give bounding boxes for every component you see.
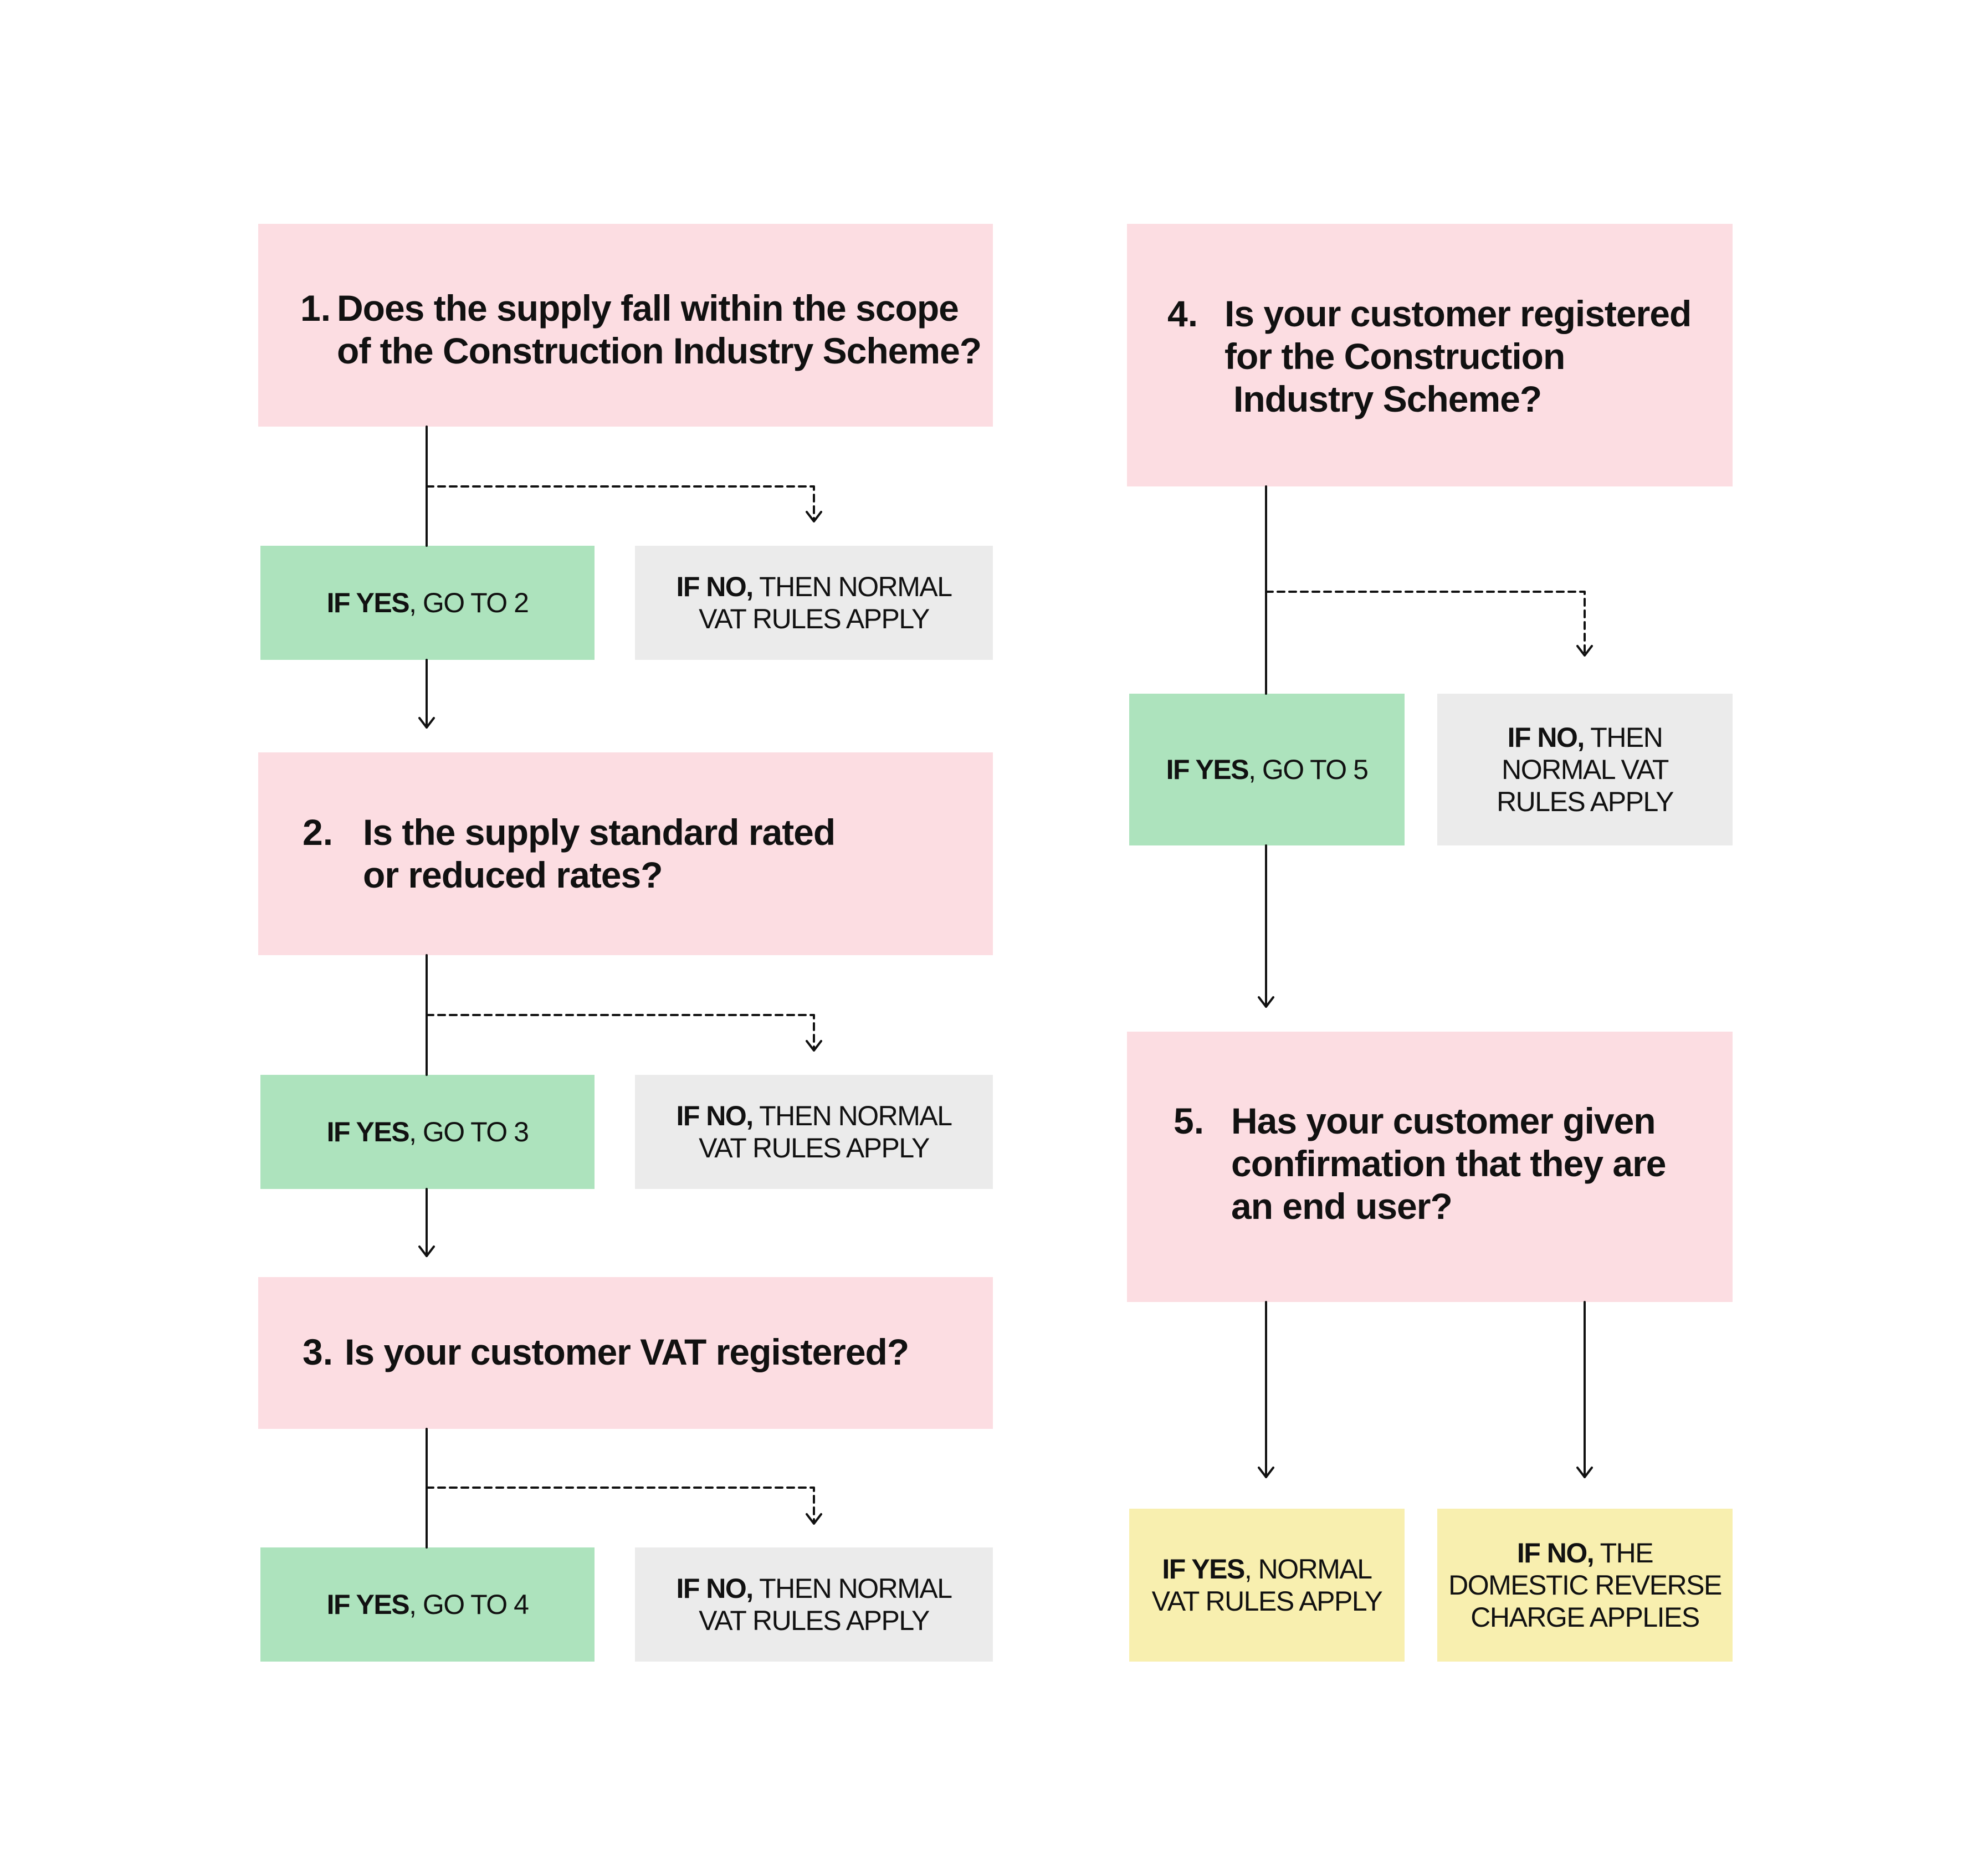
question-5-box: 5. Has your customer given confirmation … — [1127, 1032, 1733, 1302]
question-2-text: Is the supply standard rated or reduced … — [363, 811, 836, 896]
outcome-no-5-line-2: DOMESTIC REVERSE — [1448, 1570, 1722, 1601]
outcome-yes-5-rest: , NORMAL — [1244, 1554, 1372, 1585]
question-4-box: 4. Is your customer registered for the C… — [1127, 224, 1733, 486]
question-5-line-3: an end user? — [1231, 1186, 1453, 1227]
arrowhead-q3 — [418, 1245, 435, 1257]
connector-q1-no — [426, 485, 815, 521]
question-4-line-3: Industry Scheme? — [1233, 378, 1542, 419]
answer-no-1-bold: IF NO, — [676, 571, 754, 602]
question-3-box: 3. Is your customer VAT registered? — [258, 1277, 993, 1429]
outcome-no-5-line-3: CHARGE APPLIES — [1470, 1602, 1700, 1633]
question-1-box: 1. Does the supply fall within the scope… — [258, 224, 993, 427]
question-2-number: 2. — [303, 812, 334, 853]
question-5-line-1: Has your customer given — [1231, 1100, 1656, 1141]
outcome-yes-5: IF YES, NORMAL VAT RULES APPLY — [1129, 1509, 1405, 1662]
question-3-text: Is your customer VAT registered? — [345, 1331, 909, 1373]
answer-yes-1-bold: IF YES — [326, 587, 410, 618]
question-2-box: 2. Is the supply standard rated or reduc… — [258, 752, 993, 955]
answer-no-4-rest: THEN — [1584, 722, 1663, 753]
arrowhead-no1 — [806, 511, 822, 522]
question-4-line-1: Is your customer registered — [1224, 293, 1692, 334]
answer-no-1-rest: THEN NORMAL — [752, 571, 952, 602]
answer-yes-1-rest: , GO TO 2 — [409, 587, 529, 618]
answer-no-1: IF NO, THEN NORMAL VAT RULES APPLY — [635, 546, 993, 660]
question-4-number: 4. — [1167, 293, 1198, 334]
arrowhead-outcome-yes — [1258, 1467, 1274, 1478]
arrowhead-no3 — [806, 1513, 822, 1525]
outcome-no-5-rest: THE — [1594, 1537, 1654, 1569]
question-1-line-1: Does the supply fall within the scope — [337, 288, 959, 329]
arrowhead-no2 — [806, 1040, 822, 1052]
answer-no-4-bold: IF NO, — [1507, 722, 1585, 753]
question-1-text: Does the supply fall within the scope of… — [337, 287, 982, 372]
outcome-yes-5-line-2: VAT RULES APPLY — [1151, 1586, 1383, 1617]
answer-yes-1: IF YES, GO TO 2 — [260, 546, 595, 660]
question-4-line-2: for the Construction — [1224, 336, 1565, 377]
answer-no-4-line-3: RULES APPLY — [1497, 786, 1674, 817]
connector-q2-no — [426, 1014, 815, 1050]
answer-no-3: IF NO, THEN NORMAL VAT RULES APPLY — [635, 1547, 993, 1662]
question-1-number: 1. — [300, 288, 331, 329]
arrowhead-outcome-no — [1576, 1467, 1593, 1478]
question-4-text: Is your customer registered for the Cons… — [1224, 293, 1692, 421]
outcome-yes-5-bold: IF YES — [1162, 1554, 1245, 1585]
question-5-line-2: confirmation that they are — [1231, 1143, 1666, 1184]
answer-no-1-line-2: VAT RULES APPLY — [699, 603, 930, 634]
question-2-line-1: Is the supply standard rated — [363, 812, 836, 853]
answer-yes-4-rest: , GO TO 5 — [1248, 754, 1369, 785]
arrowhead-no4 — [1576, 645, 1593, 657]
answer-no-2-bold: IF NO, — [676, 1100, 754, 1131]
answer-yes-2-rest: , GO TO 3 — [409, 1116, 529, 1147]
answer-yes-2-bold: IF YES — [326, 1116, 410, 1147]
question-5-number: 5. — [1174, 1100, 1205, 1141]
answer-no-4: IF NO, THEN NORMAL VAT RULES APPLY — [1437, 694, 1733, 845]
answer-yes-3-bold: IF YES — [326, 1589, 410, 1620]
outcome-no-5-bold: IF NO, — [1516, 1537, 1595, 1569]
answer-yes-3: IF YES, GO TO 4 — [260, 1547, 595, 1662]
answer-no-3-bold: IF NO, — [676, 1573, 754, 1604]
answer-no-2-rest: THEN NORMAL — [752, 1100, 952, 1131]
arrowhead-q5 — [1258, 996, 1274, 1008]
outcome-no-5: IF NO, THE DOMESTIC REVERSE CHARGE APPLI… — [1437, 1509, 1733, 1662]
answer-yes-3-rest: , GO TO 4 — [409, 1589, 529, 1620]
connector-q4-no — [1265, 591, 1586, 655]
answer-yes-4: IF YES, GO TO 5 — [1129, 694, 1405, 845]
answer-yes-2: IF YES, GO TO 3 — [260, 1075, 595, 1189]
answer-no-2-line-2: VAT RULES APPLY — [699, 1132, 930, 1163]
answer-yes-4-bold: IF YES — [1166, 754, 1249, 785]
connector-q3-no — [426, 1487, 815, 1523]
question-2-line-2: or reduced rates? — [363, 854, 663, 895]
question-3-line-1: Is your customer VAT registered? — [345, 1331, 909, 1372]
answer-no-2: IF NO, THEN NORMAL VAT RULES APPLY — [635, 1075, 993, 1189]
question-1-line-2: of the Construction Industry Scheme? — [337, 330, 982, 371]
question-5-text: Has your customer given confirmation tha… — [1231, 1100, 1666, 1228]
answer-no-3-rest: THEN NORMAL — [752, 1573, 952, 1604]
answer-no-4-line-2: NORMAL VAT — [1502, 754, 1669, 785]
question-3-number: 3. — [303, 1331, 334, 1372]
arrowhead-q2 — [418, 717, 435, 729]
answer-no-3-line-2: VAT RULES APPLY — [699, 1605, 930, 1636]
